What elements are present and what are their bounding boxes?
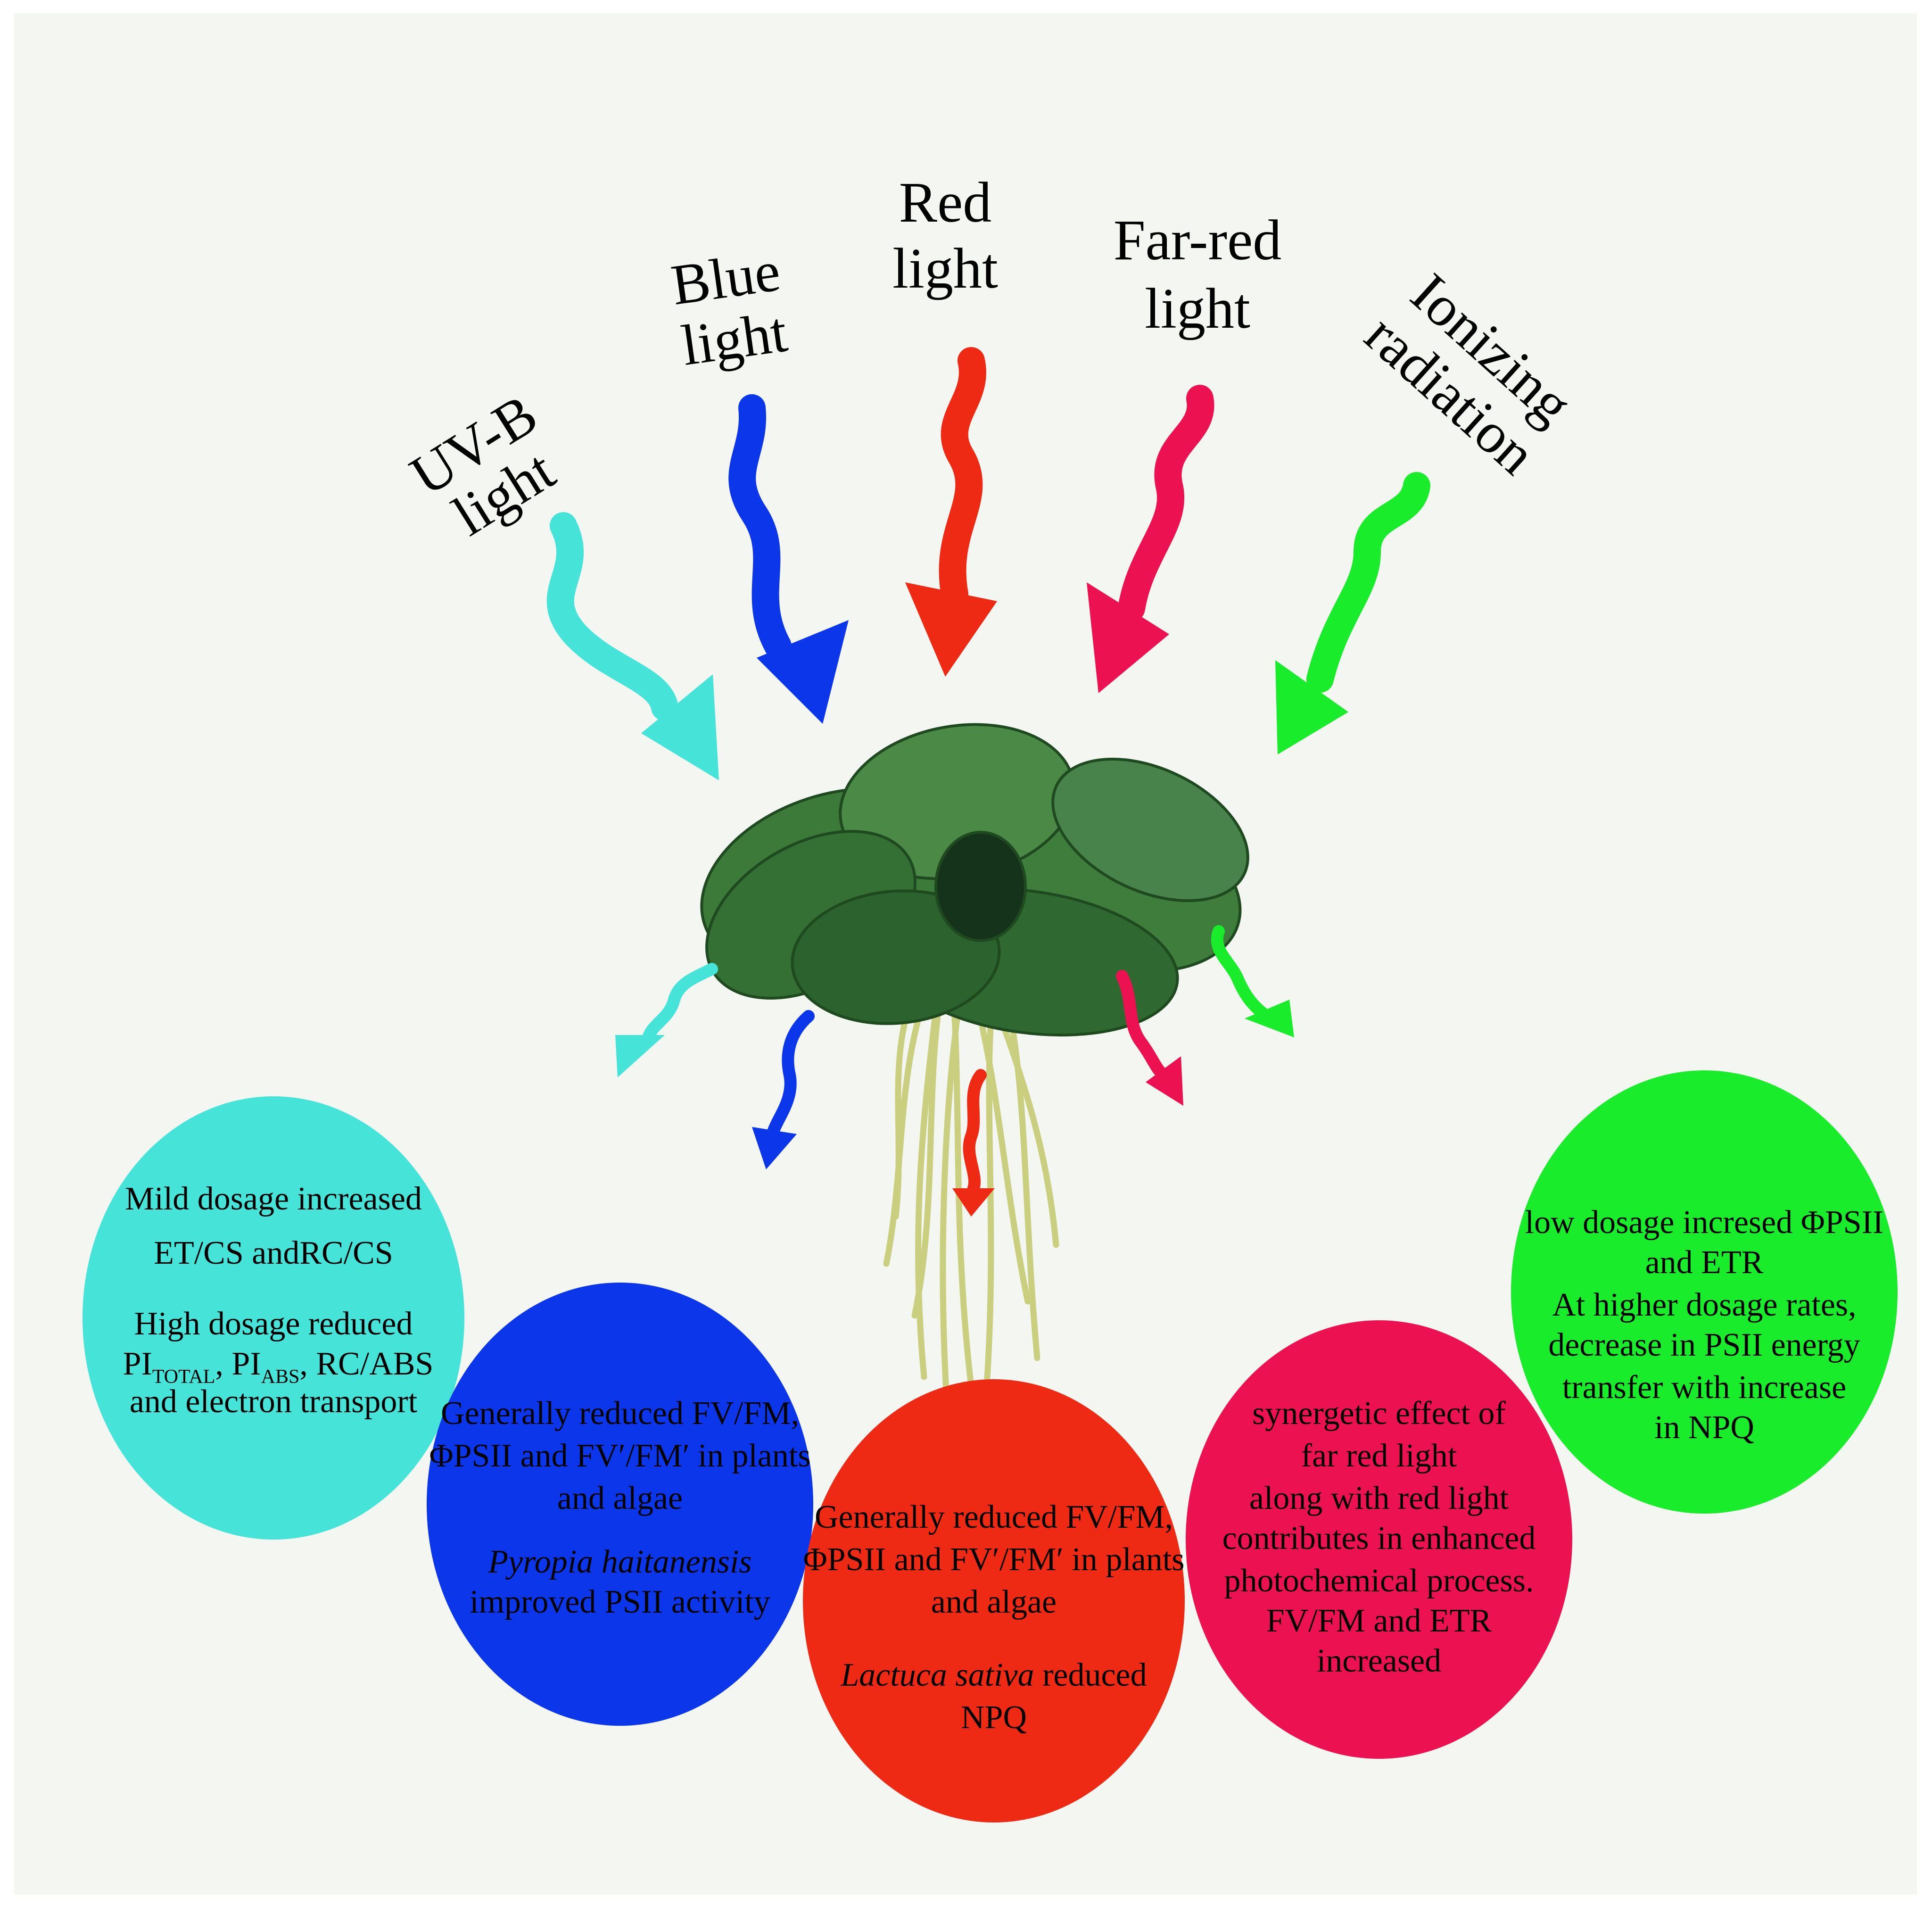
uvb-small-arrow [615,963,718,1077]
red-label-line-2: light [892,237,998,300]
ionizing-effect-line-3: At higher dosage rates, [1552,1287,1856,1323]
blue-label-line-2: light [677,300,791,378]
far-red-effect-line-2: far red light [1301,1438,1457,1474]
red-effect-line-5: NPQ [961,1699,1027,1736]
uvb-effect-pi-line: PITOTAL, PIABS, RC/ABS [123,1346,434,1388]
blue-effects-circle: Generally reduced FV/FM, ΦPSII and FV′/F… [427,1283,813,1726]
blue-circle-shape [427,1283,813,1726]
plant-roots [883,973,1059,1418]
far-red-effect-line-7: increased [1317,1643,1441,1679]
red-small-arrow [952,1069,995,1217]
ionizing-effect-line-6: in NPQ [1654,1409,1754,1446]
uvb-circle-shape [83,1096,464,1540]
blue-label-line-1: Blue [668,239,784,317]
uvb-effect-line-3: High dosage reduced [134,1306,413,1342]
red-effect-species-line: Lactuca sativa reduced [840,1657,1147,1693]
plant-leaves [700,723,1249,1037]
ionizing-small-arrow [1211,925,1294,1037]
far-red-effect-line-1: synergetic effect of [1252,1395,1506,1432]
ionizing-circle-shape [1511,1070,1898,1514]
blue-effect-line-2: ΦPSII and FV′/FM′ in plants [429,1438,810,1474]
far-red-label-line-1: Far-red [1114,208,1282,272]
red-label-line-1: Red [899,171,992,234]
red-effect-line-2: ΦPSII and FV′/FM′ in plants [803,1541,1184,1578]
red-effect-line-1: Generally reduced FV/FM, [815,1499,1173,1535]
far-red-circle-shape [1186,1320,1572,1759]
ionizing-effect-line-5: transfer with increase [1562,1369,1847,1406]
far-red-label-line-2: light [1145,277,1250,340]
far-red-effect-line-5: photochemical process. [1224,1563,1534,1599]
ionizing-effect-line-4: decrease in PSII energy [1548,1327,1860,1363]
far-red-light-label: Far-red light [1114,208,1282,340]
uvb-effects-circle: Mild dosage increased ET/CS andRC/CS Hig… [83,1096,464,1540]
blue-effect-species: Pyropia haitanensis [487,1544,751,1580]
red-effects-circle: Generally reduced FV/FM, ΦPSII and FV′/F… [803,1379,1185,1822]
far-red-effects-circle: synergetic effect of far red light along… [1186,1320,1572,1759]
ionizing-radiation-arrow [1275,472,1430,754]
far-red-effect-line-6: FV/FM and ETR [1266,1603,1492,1639]
uvb-light-arrow [546,512,719,780]
uvb-effect-line-2: ET/CS andRC/CS [154,1235,393,1271]
far-red-light-arrow [1087,385,1214,693]
ionizing-effect-line-1: low dosage incresed ΦPSII [1525,1204,1884,1241]
far-red-effect-line-3: along with red light [1249,1480,1509,1516]
ionizing-effect-line-2: and ETR [1645,1244,1764,1281]
blue-light-arrow [728,394,849,724]
uvb-effect-line-1: Mild dosage increased [125,1181,422,1217]
red-circle-shape [803,1379,1185,1822]
red-effect-line-3: and algae [931,1584,1057,1620]
blue-effect-line-5: improved PSII activity [470,1584,770,1620]
far-red-effect-line-4: contributes in enhanced [1222,1520,1536,1557]
ionizing-effects-circle: low dosage incresed ΦPSII and ETR At hig… [1511,1070,1898,1514]
water-lettuce-plant [700,723,1249,1418]
blue-light-label: Blue light [668,239,791,378]
blue-effect-line-1: Generally reduced FV/FM, [441,1395,799,1432]
red-light-label: Red light [892,171,998,300]
blue-small-arrow [752,1010,815,1169]
red-light-arrow [905,347,997,677]
far-red-small-arrow [1116,970,1183,1106]
uvb-effect-line-5: and electron transport [130,1383,418,1420]
blue-effect-line-3: and algae [557,1480,683,1516]
